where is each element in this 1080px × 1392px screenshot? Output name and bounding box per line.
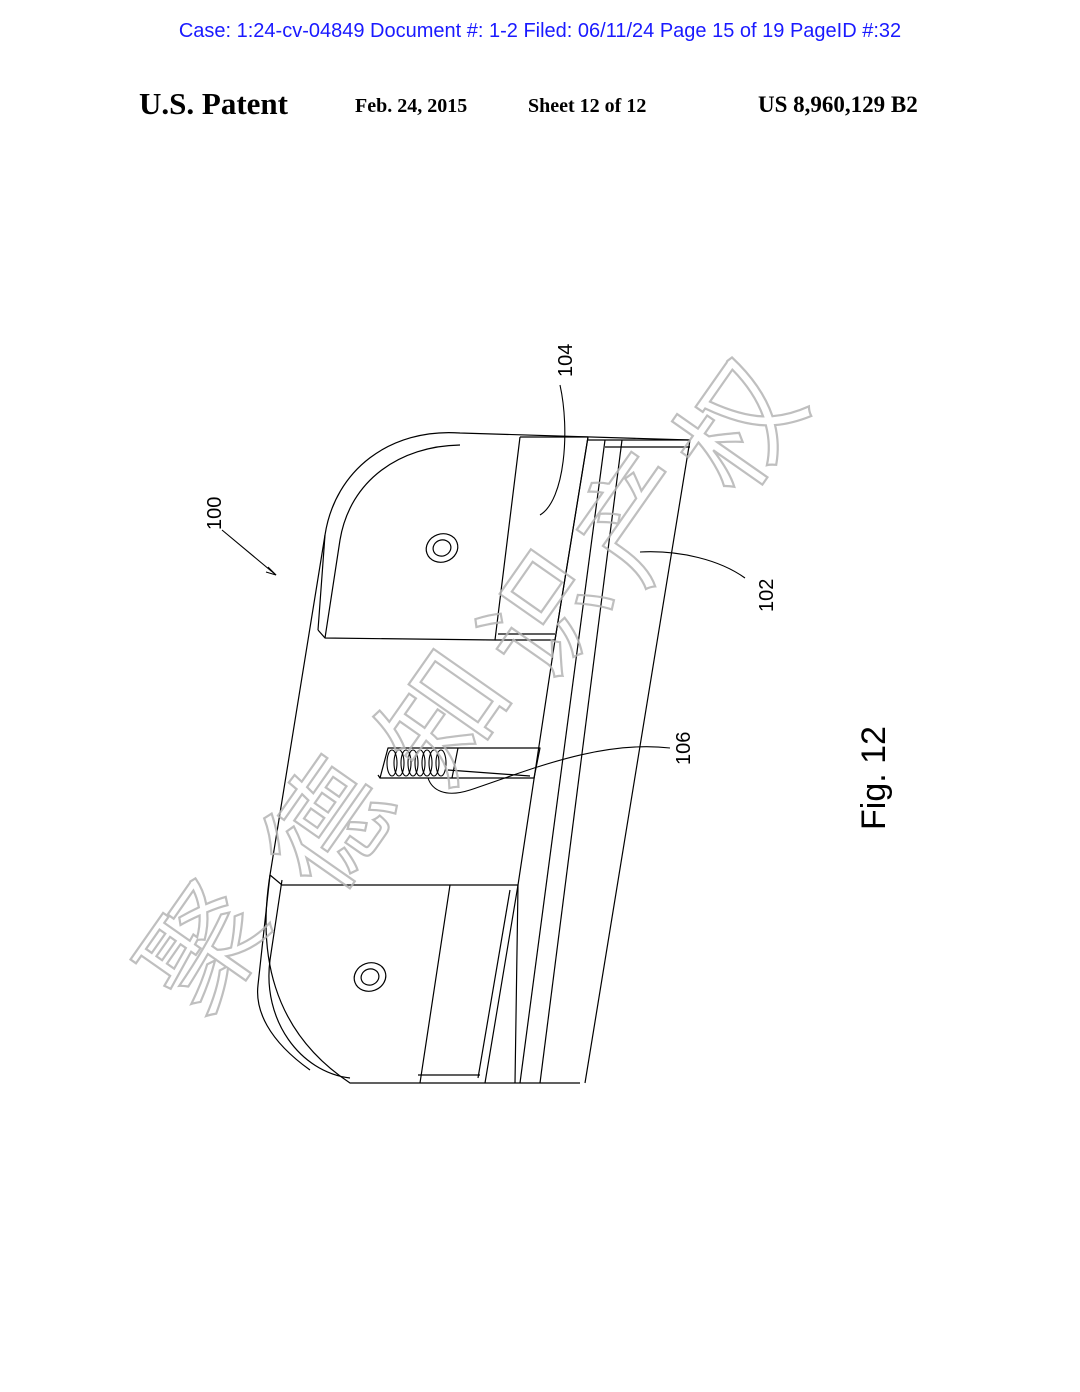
ref-106: 106 — [673, 732, 695, 765]
spring-coils — [386, 749, 447, 777]
leader-lines — [221, 384, 746, 794]
ref-102: 102 — [756, 579, 778, 612]
figure-label: Fig. 12 — [855, 726, 893, 830]
sheet-number: Sheet 12 of 12 — [528, 95, 647, 117]
case-header: Case: 1:24-cv-04849 Document #: 1-2 File… — [178, 20, 902, 42]
patent-date: Feb. 24, 2015 — [355, 95, 468, 117]
watermark-char: 德 — [240, 739, 423, 917]
device-outline — [256, 432, 691, 1084]
patent-number: US 8,960,129 B2 — [758, 92, 918, 117]
ref-104: 104 — [555, 344, 577, 377]
ref-100: 100 — [204, 497, 226, 530]
patent-title: U.S. Patent — [139, 86, 288, 121]
watermark-char: 聚 — [115, 859, 298, 1037]
watermark: 聚 德 知 识 产 权 — [114, 338, 834, 1038]
